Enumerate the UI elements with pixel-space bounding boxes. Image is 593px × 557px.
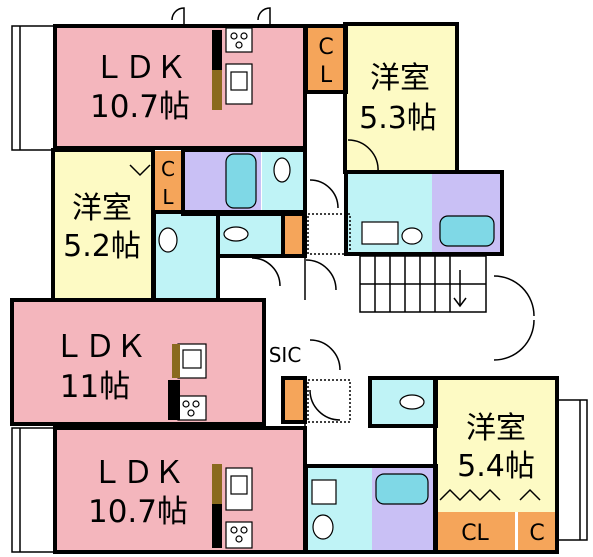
fixtures	[158, 153, 495, 540]
youshitsu-right-name: 洋室	[466, 411, 526, 446]
counter-b-wall	[168, 380, 180, 420]
small-storage-b	[285, 380, 303, 420]
cl-bottom-label: CL	[461, 521, 489, 546]
youshitsu-right-area	[435, 380, 557, 512]
walls	[10, 22, 559, 554]
wash-a-area	[155, 212, 217, 298]
ldk-mid-area	[12, 302, 262, 422]
c-bottom-area	[518, 512, 556, 552]
counter-a	[212, 70, 222, 110]
ldk-mid-name: ＬＤＫ	[54, 329, 147, 365]
youshitsu-left-area	[55, 151, 153, 299]
cl-top-l: L	[320, 63, 333, 88]
youshitsu-left-size: 5.2帖	[63, 229, 141, 264]
sic-label: SIC	[269, 343, 302, 367]
youshitsu-top-area	[345, 26, 455, 172]
cl-top-c: C	[318, 35, 333, 60]
cl-left-area	[153, 151, 183, 211]
ldk-mid-size: 11帖	[60, 369, 130, 405]
ldk-top-size: 10.7帖	[90, 89, 190, 125]
ldk-bottom-area	[55, 430, 305, 552]
counter-c-wall	[212, 504, 222, 548]
c-bottom-label: C	[529, 521, 544, 546]
counter-c	[212, 464, 222, 504]
kitchens	[177, 27, 253, 549]
thin-lines	[11, 7, 588, 553]
ldk-top-area	[55, 26, 305, 146]
ldk-bottom-size: 10.7帖	[88, 494, 188, 530]
cl-top-area	[308, 26, 345, 92]
youshitsu-top-name: 洋室	[370, 61, 430, 96]
youshitsu-top-size: 5.3帖	[359, 101, 437, 136]
cl-left-l: L	[162, 185, 174, 209]
youshitsu-right-size: 5.4帖	[457, 449, 535, 484]
small-storage-a	[285, 213, 303, 255]
counter-b	[172, 344, 180, 378]
youshitsu-left-name: 洋室	[72, 191, 132, 226]
counter-a-wall	[212, 30, 222, 70]
cl-left-c: C	[161, 157, 175, 181]
cl-bottom-area	[435, 512, 515, 552]
ldk-top-name: ＬＤＫ	[94, 50, 187, 86]
ldk-bottom-name: ＬＤＫ	[92, 455, 185, 491]
